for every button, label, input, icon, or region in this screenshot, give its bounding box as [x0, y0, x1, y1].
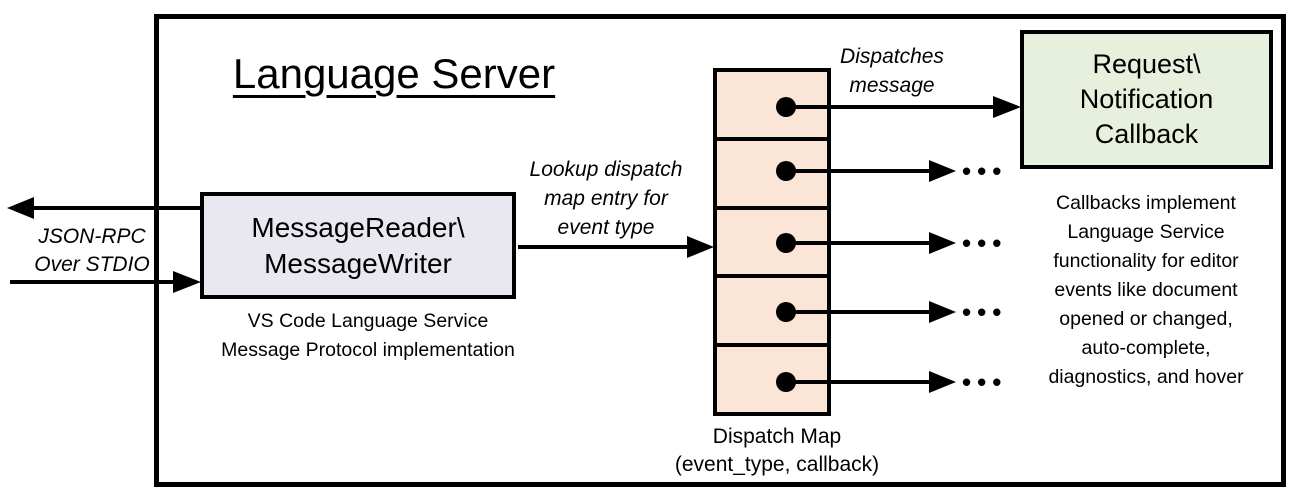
dispatch-map-caption-line1: Dispatch Map	[712, 425, 842, 448]
dispatch-map-cell	[713, 68, 831, 141]
dispatch-map	[713, 68, 831, 416]
callback-box-line2: Notification	[1079, 84, 1214, 114]
callback-box-line1: Request\	[1092, 49, 1201, 79]
callbacks-note-line: Callbacks implement	[1056, 192, 1236, 214]
language-server-boundary	[154, 14, 1286, 487]
callbacks-note-line: events like document	[1054, 279, 1238, 301]
jsonrpc-stdio-label-line1: JSON-RPC	[38, 225, 146, 248]
ellipsis-icon: •••	[962, 297, 1008, 327]
message-reader-writer-box: MessageReader\ MessageWriter	[200, 192, 516, 299]
dispatch-map-cell	[713, 274, 831, 348]
message-box-caption-line2: Message Protocol implementation	[221, 339, 515, 361]
jsonrpc-stdio-label: JSON-RPC Over STDIO	[34, 223, 150, 279]
stdio-out-arrowhead-icon	[7, 197, 34, 219]
lookup-dispatch-label: Lookup dispatch map entry for event type	[530, 155, 683, 242]
lookup-dispatch-label-line3: event type	[557, 216, 655, 239]
dispatch-map-caption: Dispatch Map (event_type, callback)	[675, 423, 879, 479]
message-box-caption: VS Code Language Service Message Protoco…	[221, 307, 515, 365]
callbacks-note-line: auto-complete,	[1081, 337, 1211, 359]
callbacks-note-line: Language Service	[1067, 221, 1225, 243]
message-box-caption-line1: VS Code Language Service	[247, 310, 489, 332]
diagram-title: Language Server	[232, 50, 556, 97]
ellipsis-icon: •••	[962, 156, 1008, 186]
request-notification-callback-box: Request\ Notification Callback	[1020, 30, 1273, 169]
lookup-dispatch-label-line1: Lookup dispatch	[529, 158, 683, 181]
callback-box-line3: Callback	[1094, 119, 1199, 149]
ellipsis-icon: •••	[962, 367, 1008, 397]
jsonrpc-stdio-label-line2: Over STDIO	[34, 253, 150, 276]
dispatches-message-label-line2: message	[849, 74, 935, 97]
callbacks-note: Callbacks implement Language Service fun…	[1048, 189, 1243, 392]
dispatches-message-label: Dispatches message	[840, 42, 944, 100]
dispatch-map-caption-line2: (event_type, callback)	[674, 453, 880, 476]
callbacks-note-line: diagnostics, and hover	[1048, 366, 1244, 388]
message-reader-label: MessageReader\	[251, 211, 465, 243]
lookup-dispatch-label-line2: map entry for	[544, 187, 668, 210]
callbacks-note-line: opened or changed,	[1059, 308, 1233, 330]
dispatch-map-cell	[713, 343, 831, 416]
callbacks-note-line: functionality for editor	[1053, 250, 1239, 272]
dispatches-message-label-line1: Dispatches	[840, 45, 944, 68]
ellipsis-icon: •••	[962, 228, 1008, 258]
dispatch-map-cell	[713, 136, 831, 210]
message-writer-label: MessageWriter	[264, 247, 452, 279]
dispatch-map-cell	[713, 205, 831, 279]
